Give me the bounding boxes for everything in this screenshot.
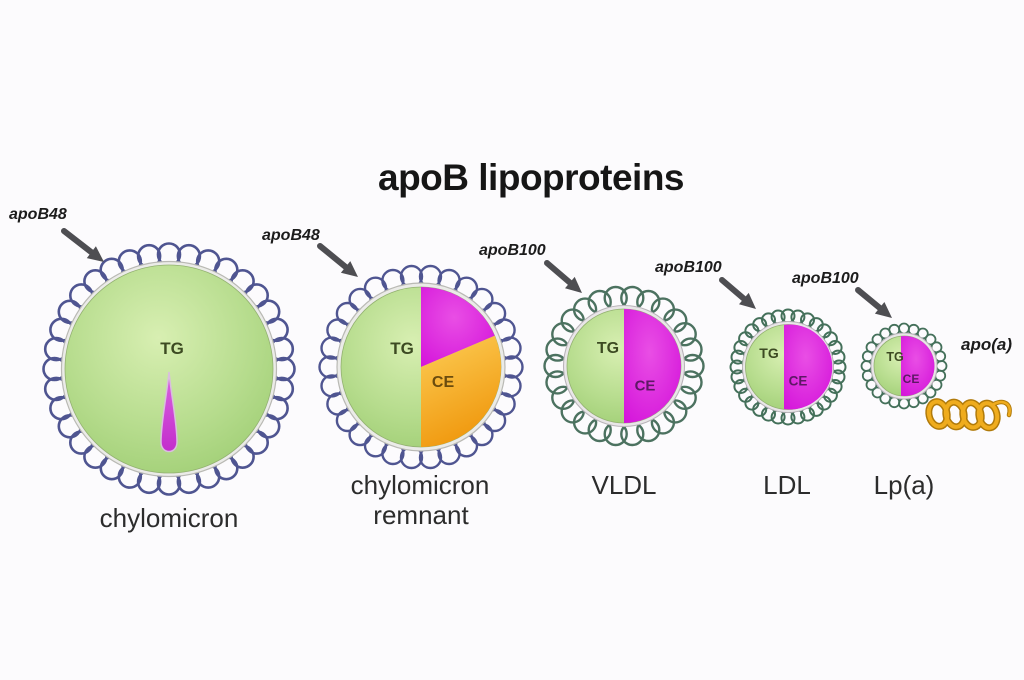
tg-core-label: TG [390, 339, 414, 358]
triglyceride-core [64, 264, 274, 474]
apoB48-label: apoB48 [262, 227, 320, 244]
tg-core-label: TG [759, 345, 779, 361]
particle-name-chylomicron: chylomicron [99, 503, 239, 533]
particle-name-vldl: VLDL [591, 470, 657, 500]
ldl-particle [729, 308, 847, 426]
chylomicron-particle [42, 242, 296, 496]
apoB100-arrow-icon [719, 277, 756, 309]
tg-core-label: TG [160, 339, 184, 358]
ce-core-label: CE [788, 373, 808, 389]
ce-core-label: CE [431, 374, 455, 391]
apoB48-arrow-icon [317, 243, 358, 277]
ce-core-label: CE [902, 372, 920, 386]
particle-name-ldl: LDL [763, 470, 811, 500]
tg-core-label: TG [886, 350, 904, 364]
diagram-title: apoB lipoproteins [378, 157, 685, 198]
cholesteryl-ester-wedge-magenta [901, 336, 935, 397]
apoB48-arrow-icon [61, 228, 104, 262]
tg-core-label: TG [596, 340, 620, 357]
cholesteryl-ester-wedge-magenta [624, 309, 681, 423]
particle-name-lpa: Lp(a) [873, 470, 935, 500]
apoB100-arrow-icon [855, 287, 892, 318]
cholesteryl-ester-wedge-magenta [784, 324, 833, 410]
particle-name-chylomicron-remnant-line1: chylomicron [350, 470, 490, 500]
cholesteryl-ester-wedge-magenta [421, 286, 495, 367]
apoB48-label: apoB48 [9, 206, 67, 223]
lpa-particle [860, 322, 948, 410]
apoB100-label: apoB100 [655, 259, 722, 276]
apoB100-label: apoB100 [479, 242, 546, 259]
apoB100-label: apoB100 [792, 270, 859, 287]
apo-a-tail-icon [925, 398, 1012, 432]
ce-core-label: CE [634, 377, 656, 395]
chylomicron-remnant-particle [318, 264, 524, 470]
apoB100-arrow-icon [544, 260, 582, 293]
vldl-particle [543, 285, 705, 447]
apo-a-label: apo(a) [961, 335, 1012, 354]
cholesteryl-ester-wedge-orange [421, 335, 502, 448]
particle-name-chylomicron-remnant-line2: remnant [373, 500, 469, 530]
cholesterol-droplet-icon [160, 371, 178, 453]
